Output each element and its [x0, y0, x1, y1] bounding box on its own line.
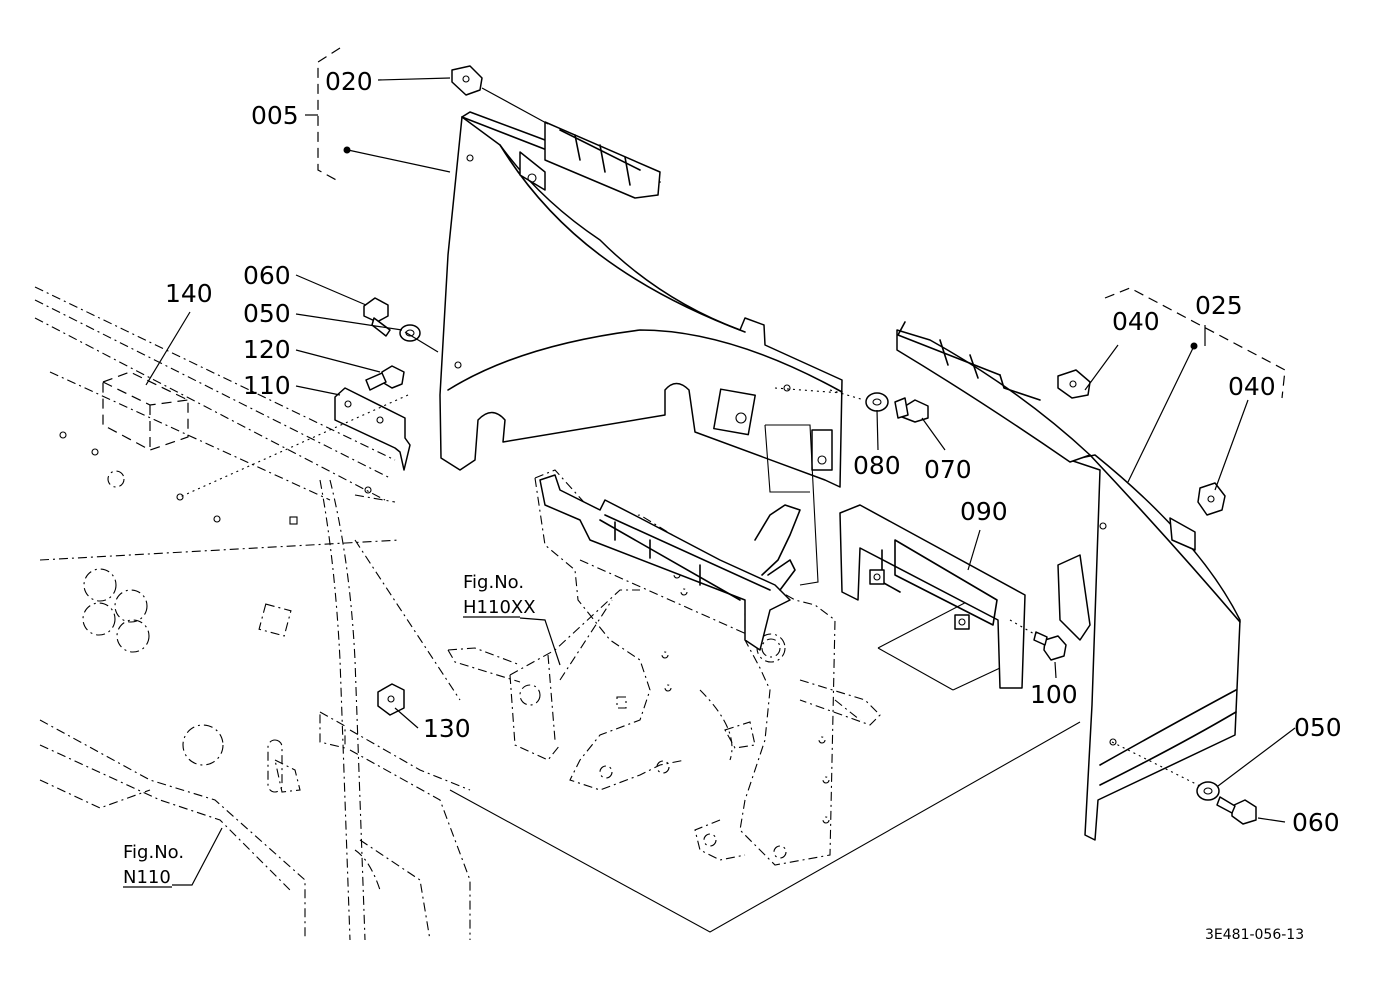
- fig-n110-code: N110: [123, 867, 171, 888]
- callout-040-lower: 040: [1228, 372, 1276, 401]
- fig-h110-code: H110XX: [463, 597, 536, 618]
- callout-130: 130: [423, 714, 471, 743]
- left-fender-panel: [439, 111, 843, 488]
- frame-background: [34, 286, 471, 941]
- figure-reference-n110: Fig.No. N110: [123, 842, 184, 888]
- bolt-100: [1033, 631, 1067, 661]
- callout-100: 100: [1030, 680, 1078, 709]
- washer-050-right: [1196, 781, 1220, 801]
- fig-n110-prefix: Fig.No.: [123, 842, 184, 863]
- drawing-code: 3E481-056-13: [1205, 927, 1304, 943]
- clip-130: [377, 683, 405, 716]
- callout-040-upper: 040: [1112, 307, 1160, 336]
- callout-090: 090: [960, 497, 1008, 526]
- callout-140: 140: [165, 279, 213, 308]
- fig-h110-prefix: Fig.No.: [463, 572, 524, 593]
- callout-005: 005: [251, 101, 299, 130]
- top-strip-bracket: [451, 65, 661, 199]
- plate-090: [839, 504, 1026, 689]
- group-bracket-005: [317, 47, 341, 183]
- group-bracket-025: [1104, 287, 1286, 399]
- center-rail: [539, 474, 801, 651]
- callout-060-left: 060: [243, 261, 291, 290]
- callout-labels: 005 020 025 040 040 060 050 120 110 140 …: [165, 67, 1342, 837]
- bolt-120: [365, 365, 405, 391]
- leader-lines: [145, 77, 1296, 886]
- callout-060-right: 060: [1292, 808, 1340, 837]
- center-support-bracket: [447, 469, 881, 866]
- plate-110: [334, 387, 411, 471]
- right-fender-panel: [896, 321, 1241, 841]
- callout-020: 020: [325, 67, 373, 96]
- callout-050-left: 050: [243, 299, 291, 328]
- figure-reference-h110: Fig.No. H110XX: [463, 572, 536, 618]
- callout-050-right: 050: [1294, 713, 1342, 742]
- callout-025: 025: [1195, 291, 1243, 320]
- callout-070: 070: [924, 455, 972, 484]
- washer-080: [865, 392, 889, 412]
- bolt-070: [894, 397, 929, 423]
- callout-120: 120: [243, 335, 291, 364]
- bolt-060-left: [363, 297, 391, 337]
- callout-080: 080: [853, 451, 901, 480]
- bolt-060-right: [1216, 796, 1257, 825]
- callout-110: 110: [243, 371, 291, 400]
